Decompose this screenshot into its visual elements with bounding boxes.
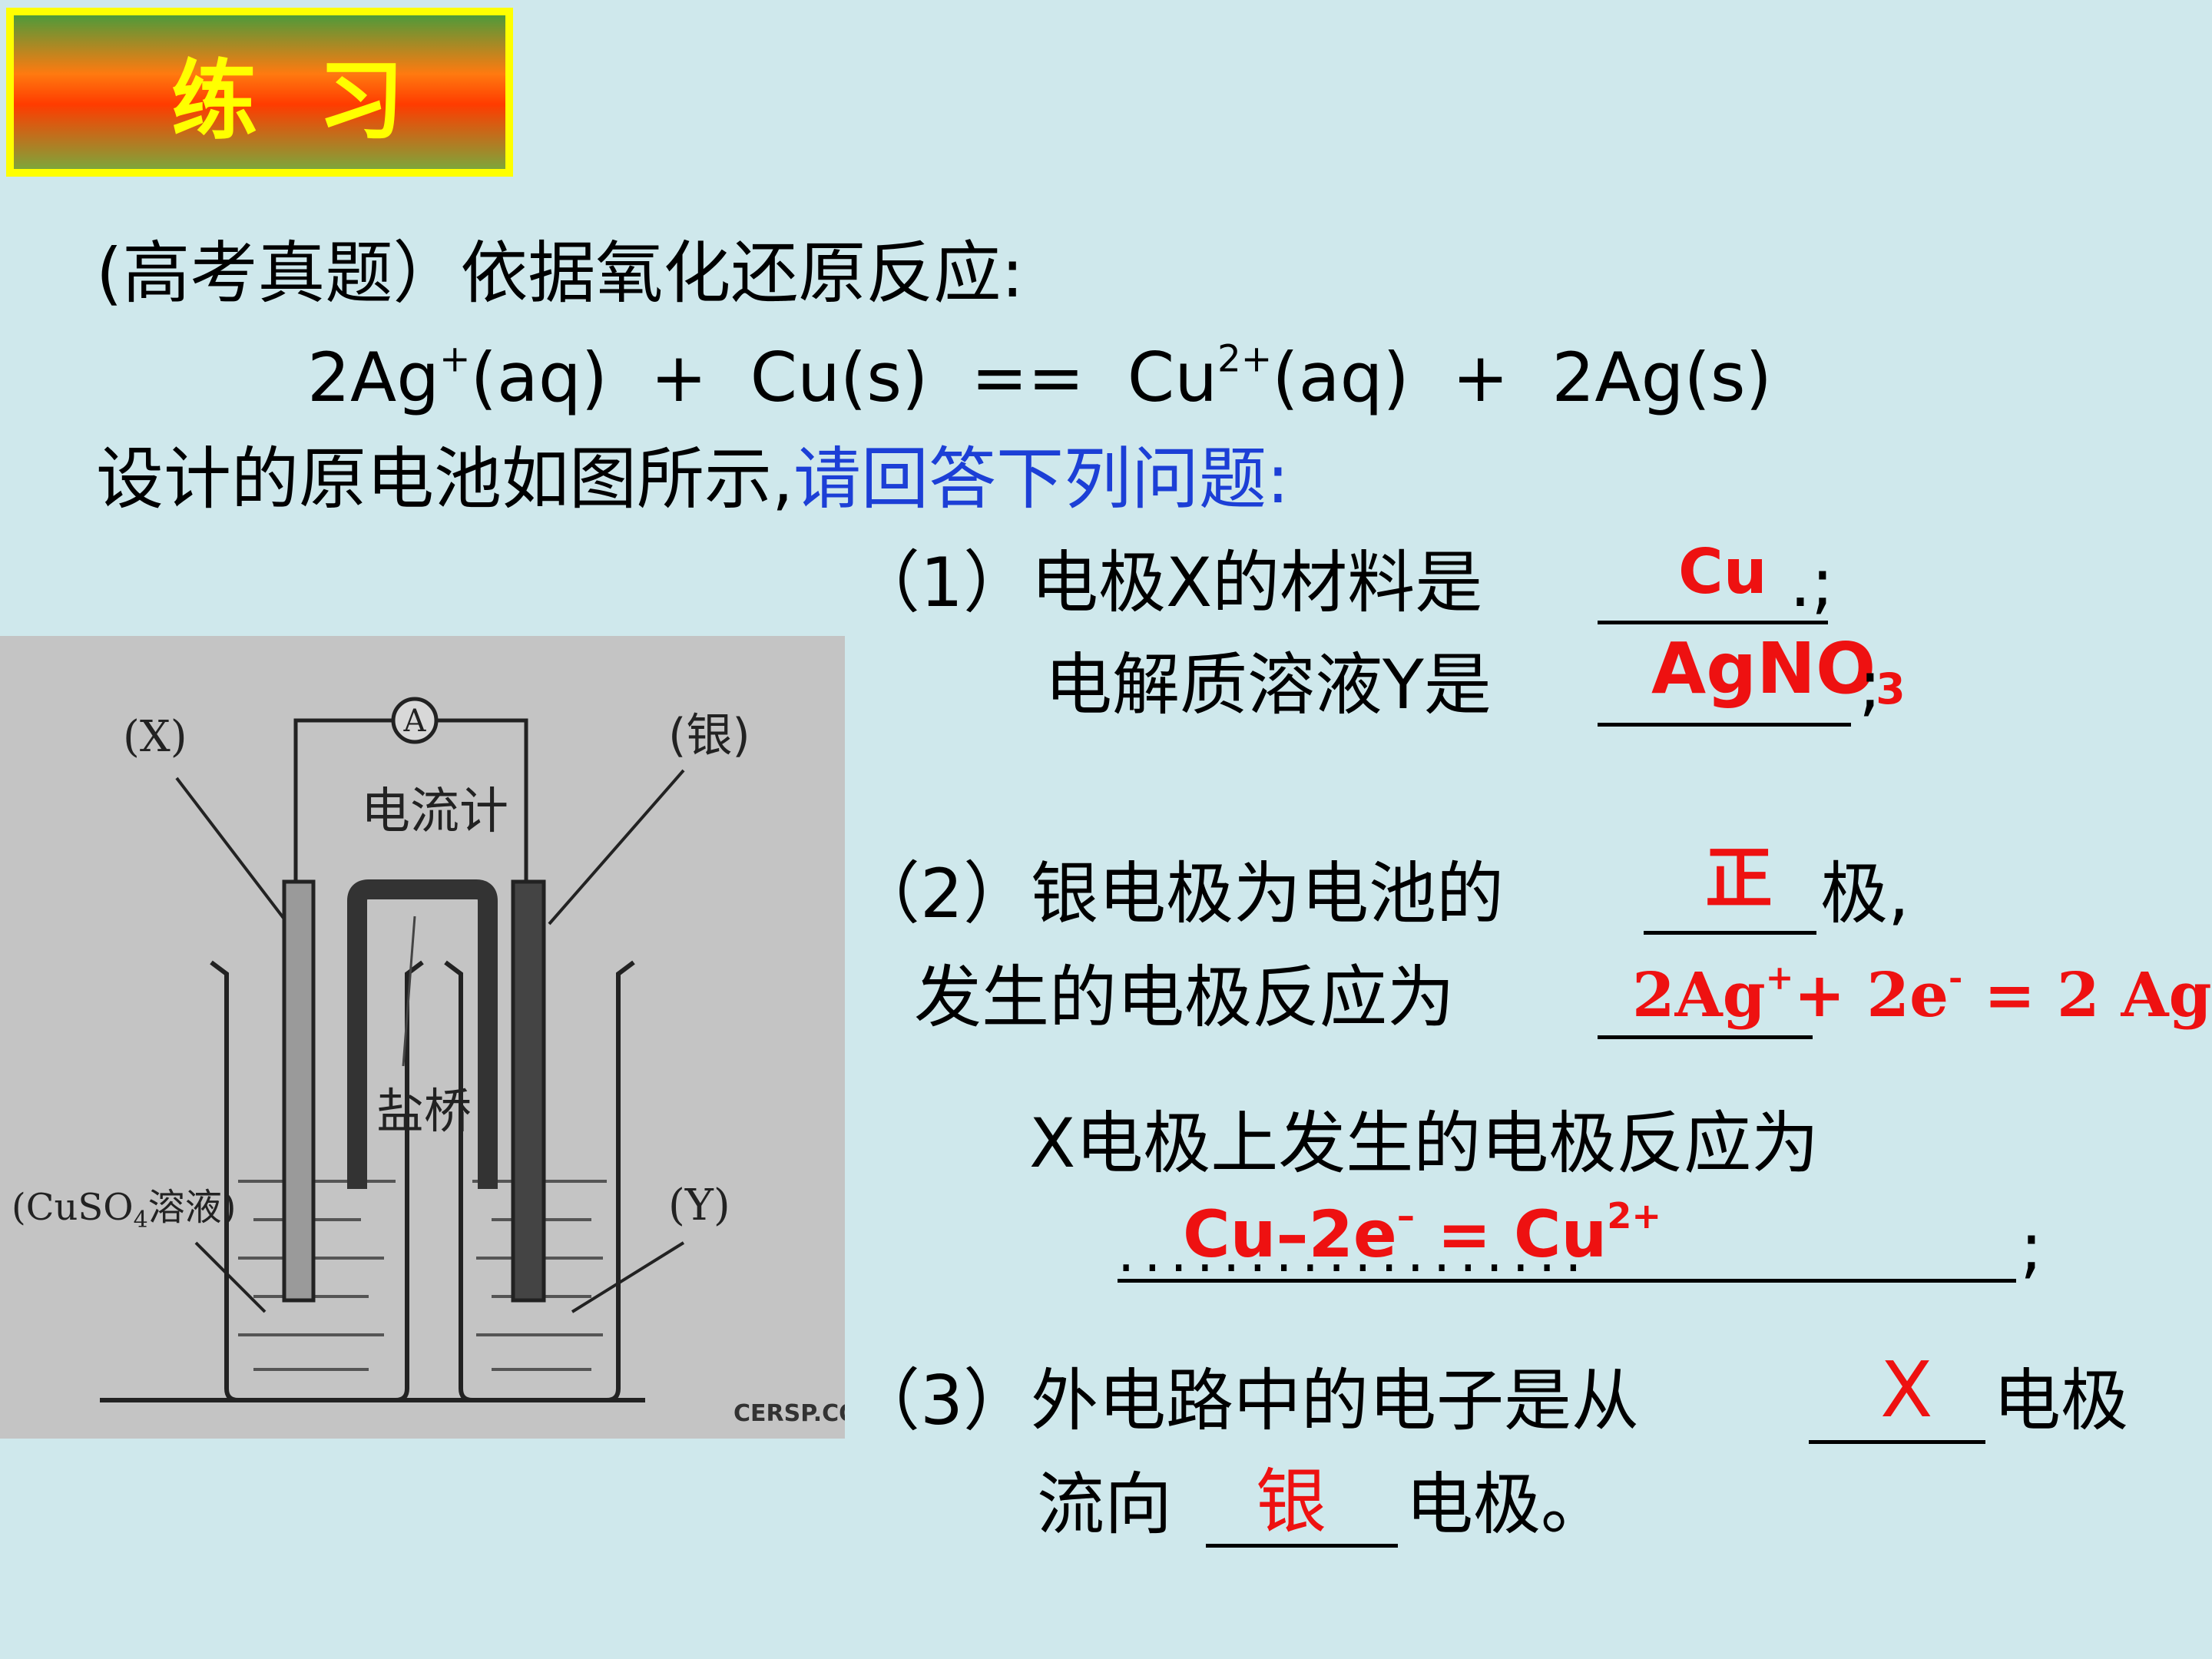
q2-x-reaction-dots: .................. bbox=[1118, 1221, 1591, 1284]
ammeter-icon bbox=[391, 697, 439, 744]
title-badge: 练 习 bbox=[6, 8, 513, 177]
q3-to-answer: 银 bbox=[1256, 1461, 1327, 1543]
q3-from-blank bbox=[1809, 1440, 1985, 1444]
label-cuso4-a: (CuSO bbox=[12, 1186, 134, 1229]
q2-x-reaction-answer-2: = Cu bbox=[1414, 1197, 1608, 1272]
galvanic-cell-diagram: A 电流计 (X) (银) 盐桥 (CuSO4溶液) (Y) CERSP.COM bbox=[0, 636, 845, 1439]
intro-line-1: (高考真题）依据氧化还原反应: bbox=[96, 233, 1024, 313]
q2-x-reaction-end: ; bbox=[2020, 1207, 2043, 1286]
q2-x-reaction-answer: Cu–2e– = Cu2+ bbox=[1183, 1198, 1661, 1267]
label-cuso4-sub: 4 bbox=[134, 1207, 148, 1233]
eq-part-a-sup: + bbox=[439, 337, 471, 381]
q2-pole-answer: 正 bbox=[1705, 839, 1773, 918]
intro-line-3-black: 设计的原电池如图所示, bbox=[96, 439, 793, 518]
q1-electrolyte-end: ; bbox=[1859, 645, 1882, 724]
electrode-silver bbox=[511, 879, 546, 1303]
salt-bridge-label: 盐桥 bbox=[376, 1083, 472, 1139]
label-x: (X) bbox=[123, 712, 187, 762]
label-cuso4-b: 溶液) bbox=[148, 1186, 237, 1229]
q1-material-end: .; bbox=[1790, 543, 1834, 622]
label-cuso4: (CuSO4溶液) bbox=[12, 1186, 236, 1233]
q2-reaction-answer: 2Ag++ 2e- = 2 Ag bbox=[1632, 961, 2212, 1025]
q1-material-text: （1）电极X的材料是 bbox=[853, 543, 1483, 622]
pointer-y bbox=[571, 1241, 685, 1313]
q2-reaction-answer-1-sup: + bbox=[1765, 958, 1794, 998]
q1-material-answer: Cu bbox=[1678, 536, 1767, 608]
q2-x-reaction-answer-1-sup: – bbox=[1396, 1195, 1415, 1237]
salt-bridge-pointer bbox=[402, 916, 416, 1067]
q3-to-text: 流向 bbox=[1037, 1465, 1173, 1544]
q2-reaction-answer-1: 2Ag bbox=[1632, 959, 1766, 1031]
q3-from-end: 电极 bbox=[1993, 1361, 2129, 1440]
q1-electrolyte-text: 电解质溶液Y是 bbox=[1045, 645, 1492, 724]
reaction-equation: 2Ag+(aq) + Cu(s) == Cu2+(aq) + 2Ag(s) bbox=[307, 340, 1772, 412]
q1-material-blank bbox=[1598, 621, 1828, 624]
eq-part-c: (aq) + 2Ag(s) bbox=[1272, 338, 1772, 417]
badge-title: 练 习 bbox=[171, 51, 419, 151]
q2-reaction-answer-2: + 2e bbox=[1793, 959, 1949, 1031]
q2-pole-text: （2）银电极为电池的 bbox=[853, 854, 1504, 933]
salt-bridge bbox=[347, 879, 498, 1189]
watermark: CERSP.COM bbox=[733, 1400, 845, 1427]
ammeter-letter: A bbox=[403, 704, 427, 739]
q2-x-reaction-answer-2-sup: 2+ bbox=[1607, 1195, 1662, 1237]
ammeter-label: 电流计 bbox=[361, 783, 508, 840]
q2-x-reaction-text: X电极上发生的电极反应为 bbox=[1029, 1104, 1820, 1183]
intro-line-3: 设计的原电池如图所示,请回答下列问题: bbox=[96, 445, 1290, 513]
wire-left bbox=[293, 718, 396, 947]
q2-x-reaction-blank bbox=[1118, 1279, 2016, 1283]
q3-to-blank bbox=[1206, 1544, 1398, 1548]
electrode-x bbox=[282, 879, 316, 1303]
pointer-cuso4 bbox=[194, 1241, 267, 1313]
q2-pole-end: 极, bbox=[1820, 854, 1909, 933]
eq-part-b-sup: 2+ bbox=[1217, 337, 1273, 381]
q1-electrolyte-blank bbox=[1598, 723, 1851, 727]
eq-part-a: 2Ag bbox=[307, 338, 440, 417]
label-y: (Y) bbox=[668, 1181, 730, 1230]
q2-reaction-answer-2-sup: - bbox=[1949, 958, 1963, 998]
intro-line-3-blue: 请回答下列问题: bbox=[793, 439, 1290, 518]
q2-x-reaction-answer-1: Cu–2e bbox=[1183, 1197, 1397, 1272]
q3-to-end: 电极。 bbox=[1406, 1465, 1609, 1544]
q1-electrolyte-answer-sub: 3 bbox=[1876, 664, 1906, 714]
q2-pole-blank bbox=[1644, 931, 1816, 935]
q2-reaction-text: 发生的电极反应为 bbox=[914, 958, 1455, 1037]
q2-reaction-answer-3: = 2 Ag bbox=[1962, 959, 2212, 1031]
q1-electrolyte-answer: AgNO3 bbox=[1651, 634, 1906, 711]
q3-from-text: （3）外电路中的电子是从 bbox=[853, 1361, 1639, 1440]
wire-right bbox=[434, 718, 528, 882]
diagram-background bbox=[0, 636, 845, 1439]
q1-electrolyte-answer-main: AgNO bbox=[1651, 628, 1876, 710]
pointer-x bbox=[175, 777, 290, 926]
q2-reaction-blank bbox=[1598, 1035, 1813, 1039]
label-silver: (银) bbox=[668, 709, 750, 763]
pointer-silver bbox=[548, 769, 685, 926]
q3-from-answer: X bbox=[1880, 1345, 1933, 1435]
eq-part-b: (aq) + Cu(s) == Cu bbox=[470, 338, 1217, 417]
